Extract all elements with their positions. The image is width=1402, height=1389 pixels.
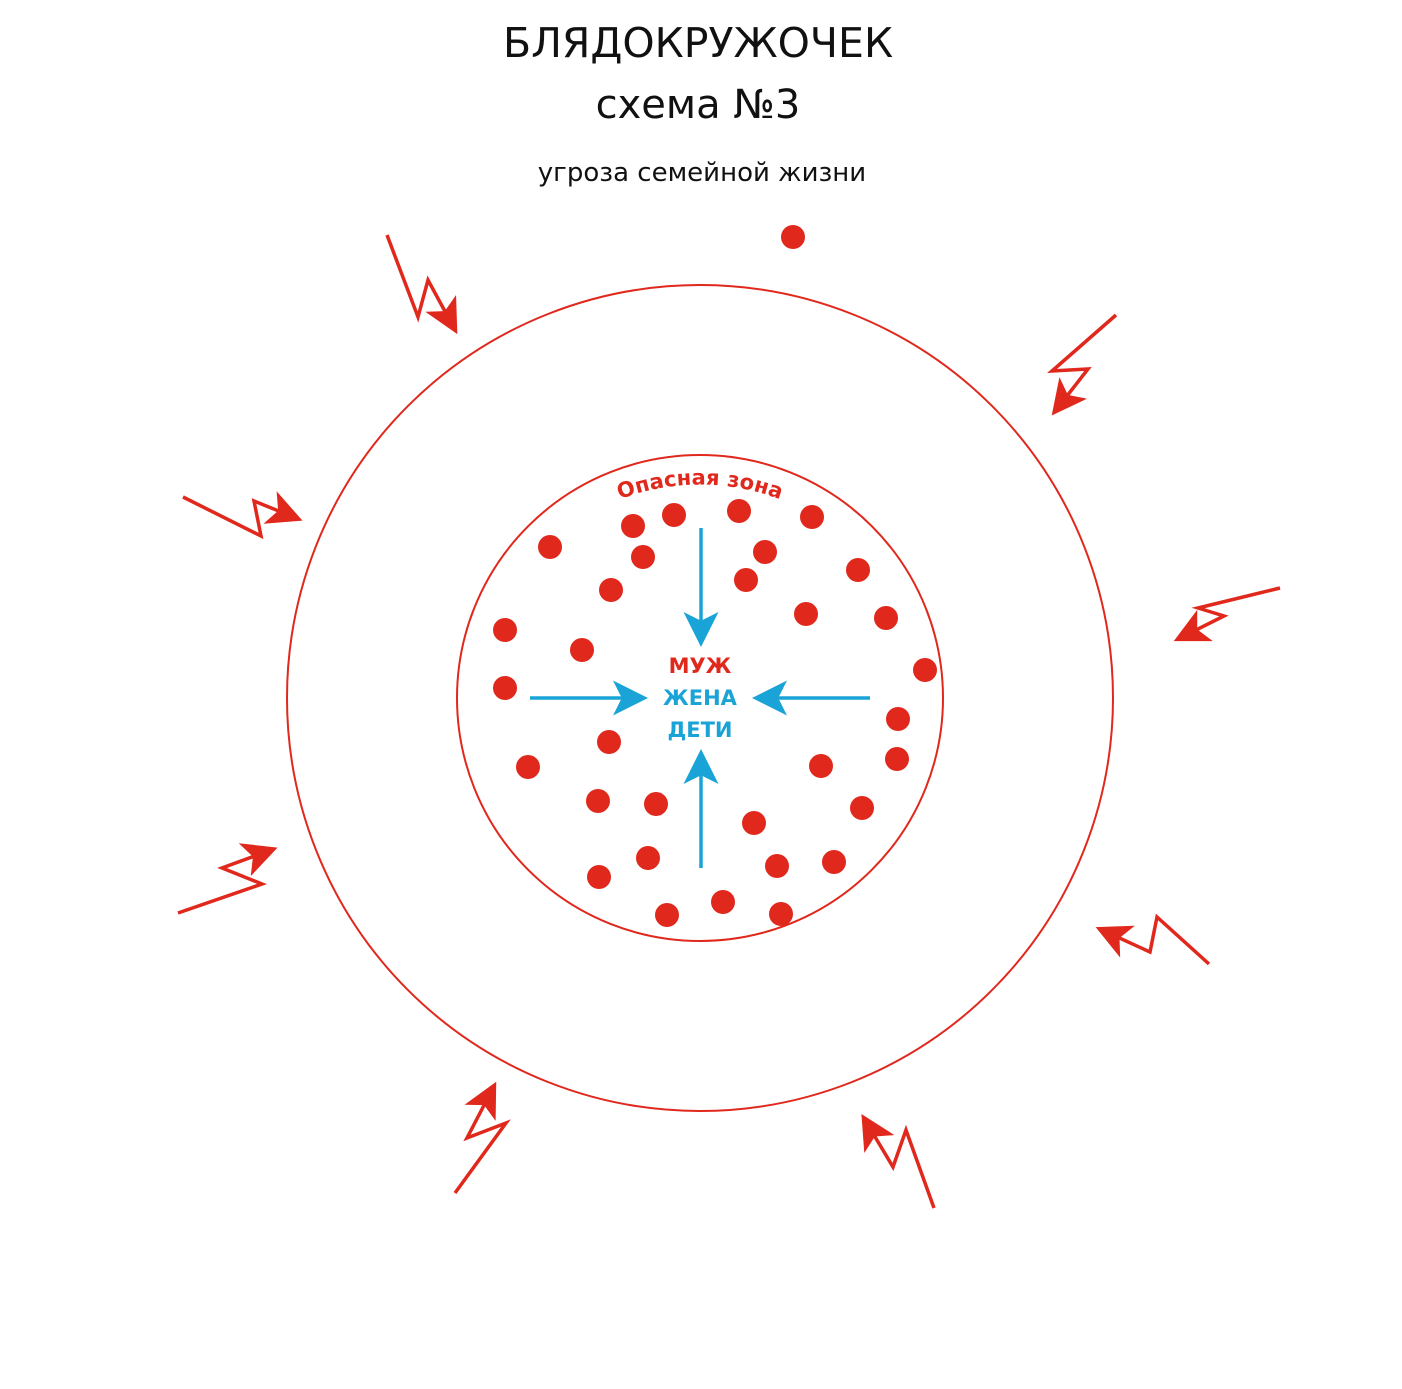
diagram-subtitle: схема №3 bbox=[596, 82, 801, 128]
lightning-bolt-icon bbox=[177, 843, 278, 915]
label-children: ДЕТИ bbox=[668, 718, 733, 742]
red-dot bbox=[727, 499, 751, 523]
red-dot bbox=[886, 707, 910, 731]
red-dot bbox=[885, 747, 909, 771]
red-dot bbox=[794, 602, 818, 626]
danger-zone-label: Опасная зона bbox=[614, 466, 787, 504]
red-dot bbox=[636, 846, 660, 870]
lightning-bolt-icon bbox=[385, 234, 458, 335]
label-husband: МУЖ bbox=[669, 654, 732, 678]
lightning-bolts bbox=[177, 234, 1281, 1209]
diagram-title: БЛЯДОКРУЖОЧЕК bbox=[503, 19, 893, 67]
red-dot bbox=[587, 865, 611, 889]
red-dot bbox=[913, 658, 937, 682]
red-dot bbox=[631, 545, 655, 569]
red-dot bbox=[822, 850, 846, 874]
lightning-bolt-icon bbox=[1047, 313, 1118, 416]
red-dot bbox=[538, 535, 562, 559]
red-dot bbox=[769, 902, 793, 926]
outer-circle bbox=[286, 284, 1114, 1112]
lightning-bolt-icon bbox=[1095, 913, 1211, 966]
red-dot bbox=[711, 890, 735, 914]
red-dot bbox=[621, 514, 645, 538]
red-dot bbox=[742, 811, 766, 835]
red-dot bbox=[599, 578, 623, 602]
red-dot bbox=[597, 730, 621, 754]
red-dot bbox=[734, 568, 758, 592]
lightning-bolt-icon bbox=[182, 491, 303, 540]
lightning-bolt-icon bbox=[1173, 586, 1281, 642]
lightning-bolt-icon bbox=[861, 1113, 936, 1209]
red-dot bbox=[662, 503, 686, 527]
red-dot bbox=[516, 755, 540, 779]
red-dot bbox=[493, 676, 517, 700]
red-dot bbox=[850, 796, 874, 820]
red-dot bbox=[809, 754, 833, 778]
red-dot bbox=[655, 903, 679, 927]
red-dot bbox=[800, 505, 824, 529]
red-dot bbox=[570, 638, 594, 662]
lightning-bolt-icon bbox=[453, 1081, 511, 1195]
red-dot bbox=[781, 225, 805, 249]
red-dot bbox=[493, 618, 517, 642]
diagram-caption: угроза семейной жизни bbox=[538, 158, 866, 188]
red-dot bbox=[586, 789, 610, 813]
red-dot bbox=[644, 792, 668, 816]
red-dot bbox=[874, 606, 898, 630]
danger-zone-circle bbox=[456, 454, 944, 942]
label-wife: ЖЕНА bbox=[663, 686, 738, 710]
red-dot bbox=[753, 540, 777, 564]
family-arrows bbox=[530, 528, 870, 868]
threat-dots bbox=[493, 225, 937, 927]
red-dot bbox=[846, 558, 870, 582]
red-dot bbox=[765, 854, 789, 878]
